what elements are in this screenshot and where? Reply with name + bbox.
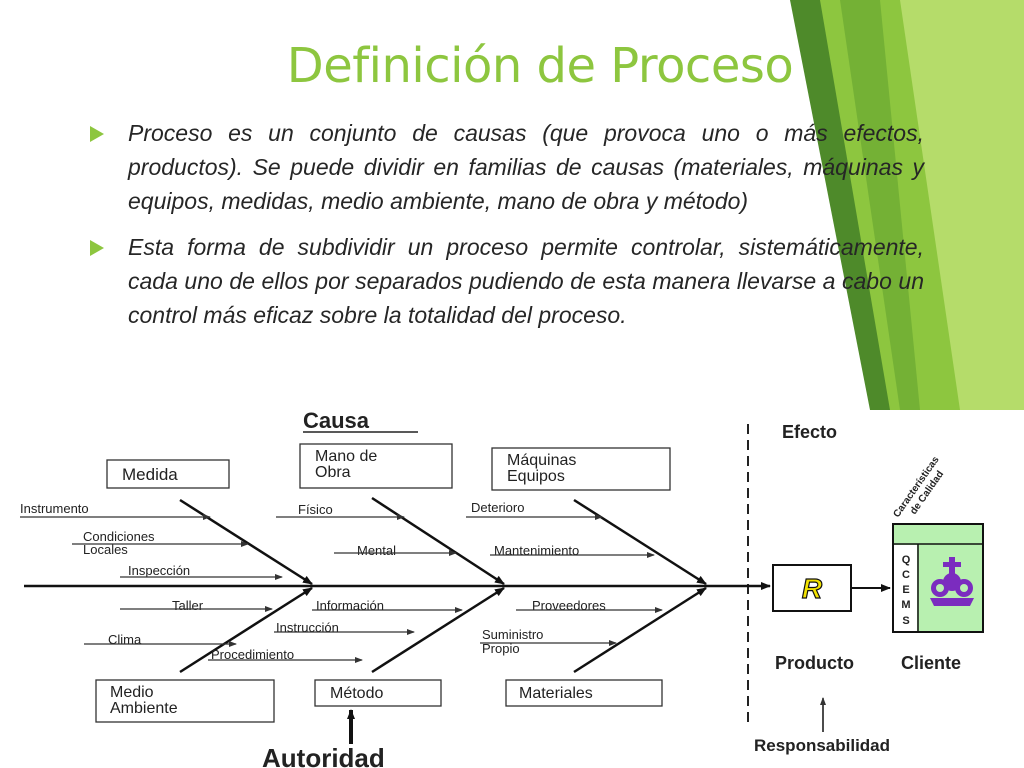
category-materiales: Materiales (519, 685, 593, 702)
category-maquinas-line2: Equipos (507, 468, 565, 485)
quality-letter: S (902, 615, 909, 627)
product-symbol-icon: R (802, 573, 823, 604)
cause-taller: Taller (172, 598, 204, 613)
bullet-list: Proceso es un conjunto de causas (que pr… (86, 116, 924, 344)
fishbone-diagram: Causa Efecto Medida Mano de Obra Máquina… (0, 410, 1024, 768)
producto-label: Producto (775, 653, 854, 673)
cause-condiciones-line1: Condiciones (83, 529, 155, 544)
bullet-arrow-icon (90, 126, 104, 142)
autoridad-label: Autoridad (262, 743, 385, 768)
bullet-item: Esta forma de subdividir un proceso perm… (86, 230, 924, 332)
bullet-text: Esta forma de subdividir un proceso perm… (128, 234, 924, 328)
slide-title: Definición de Proceso (286, 38, 794, 94)
cause-procedimiento: Procedimiento (211, 647, 294, 662)
cause-fisico: Físico (298, 502, 333, 517)
quality-letters-column (894, 545, 917, 631)
cause-inspeccion: Inspección (128, 563, 190, 578)
cause-clima: Clima (108, 632, 142, 647)
cause-proveedores: Proveedores (532, 598, 606, 613)
bone-medio-ambiente (179, 586, 313, 674)
category-maquinas-line1: Máquinas (507, 452, 576, 469)
causa-label: Causa (303, 410, 370, 433)
deco-band-light (900, 0, 1024, 410)
category-box-materiales (505, 679, 663, 707)
category-box-maquinas-equipos (491, 447, 671, 491)
cause-informacion: Información (316, 598, 384, 613)
cause-instruccion: Instrucción (276, 620, 339, 635)
crown-icon (930, 557, 974, 606)
cause-instrumento: Instrumento (20, 501, 89, 516)
quality-letter: Q (902, 554, 911, 566)
cause-condiciones-line2: Locales (83, 542, 128, 557)
product-box (772, 564, 852, 612)
bone-metodo (371, 586, 505, 674)
category-mano-de-obra-line1: Mano de (315, 448, 377, 465)
cliente-label: Cliente (901, 653, 961, 673)
category-box-medio-ambiente (95, 679, 275, 723)
quality-letter: C (902, 569, 910, 581)
quality-letter: M (901, 599, 910, 611)
cause-suministro-line1: Suministro (482, 627, 543, 642)
category-medio-ambiente-line1: Medio (110, 684, 154, 701)
bone-mano-de-obra (371, 496, 505, 586)
category-box-mano-de-obra (299, 443, 453, 489)
category-medida: Medida (122, 465, 178, 484)
category-medio-ambiente-line2: Ambiente (110, 700, 178, 717)
cause-mantenimiento: Mantenimiento (494, 543, 579, 558)
bullet-item: Proceso es un conjunto de causas (que pr… (86, 116, 924, 218)
cause-deterioro: Deterioro (471, 500, 524, 515)
category-box-medida (106, 459, 230, 489)
category-box-metodo (314, 679, 442, 707)
responsabilidad-label: Responsabilidad (754, 736, 890, 755)
cause-mental: Mental (357, 543, 396, 558)
deco-band-shadow (840, 0, 920, 410)
bullet-arrow-icon (90, 240, 104, 256)
cause-suministro-line2: Propio (482, 641, 520, 656)
category-metodo: Método (330, 685, 383, 702)
category-mano-de-obra-line2: Obra (315, 464, 351, 481)
bullet-text: Proceso es un conjunto de causas (que pr… (128, 120, 924, 214)
quality-letter: E (902, 584, 909, 596)
efecto-label: Efecto (782, 422, 837, 442)
bone-materiales (573, 586, 707, 674)
